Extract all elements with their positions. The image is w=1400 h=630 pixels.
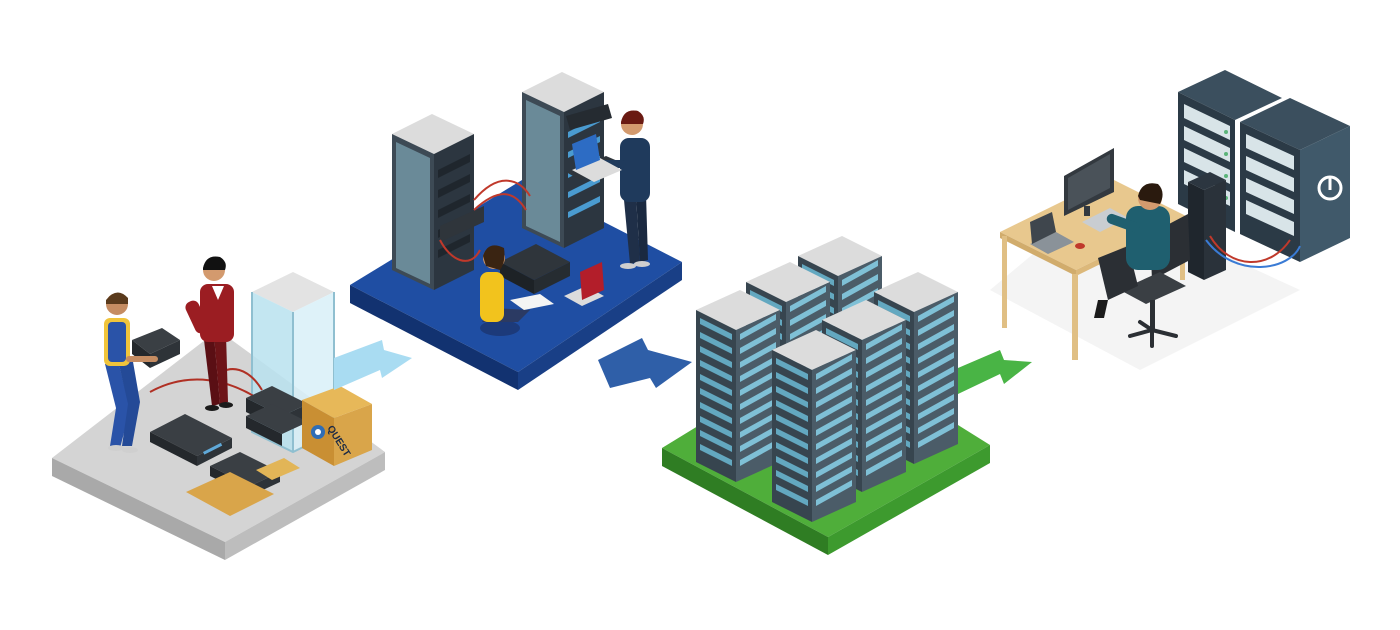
- keyboard: [1082, 208, 1128, 232]
- coffee-mug: [1075, 243, 1085, 249]
- rack-cable: [1205, 239, 1301, 268]
- technician-carrying-server: [104, 292, 180, 453]
- platform-racking-left: [350, 285, 518, 390]
- server-unit-floor: [150, 414, 232, 466]
- cardboard-sheet: [256, 458, 300, 480]
- server-rack-icon: [696, 290, 780, 482]
- manager-in-suit: [185, 256, 234, 411]
- logo-q-icon: [1317, 175, 1343, 201]
- server-rack-icon: [392, 114, 484, 290]
- cardboard-sheet: [186, 472, 274, 516]
- server-unit-stack: [246, 386, 308, 446]
- server-unit-floor: [500, 244, 570, 294]
- operator-at-desk: [1094, 183, 1170, 318]
- flow-arrow-unboxing-to-racking: [334, 340, 412, 390]
- rack-cable: [473, 193, 527, 211]
- server-rack-icon: [1188, 172, 1226, 280]
- rack-cable: [1209, 235, 1291, 263]
- platform-unboxing-left: [52, 458, 225, 560]
- laptop-icon: [572, 134, 622, 182]
- stage-monitoring: [990, 70, 1350, 370]
- server-rack-icon: [1240, 98, 1350, 262]
- technician-sitting: [480, 245, 554, 336]
- monitor-icon: [1064, 148, 1114, 216]
- quest-shipping-box: QUEST: [302, 386, 372, 466]
- rack-cable: [439, 239, 481, 262]
- platform-unboxing-right: [225, 452, 385, 560]
- flow-arrow-deployment-to-monitoring: [958, 350, 1032, 394]
- stage-racking: [350, 72, 682, 390]
- rack-cable: [473, 179, 531, 201]
- stage-unboxing: QUEST: [52, 256, 385, 560]
- platform-deployment-left: [662, 448, 828, 555]
- laptop-icon: [564, 262, 604, 306]
- laptop-icon: [1030, 212, 1074, 254]
- platform-racking-right: [518, 262, 682, 390]
- platform-deployment-right: [828, 445, 990, 555]
- server-rack-cluster: [696, 236, 958, 522]
- flow-arrow-racking-to-deployment: [598, 338, 692, 388]
- server-rack-icon: [772, 330, 856, 522]
